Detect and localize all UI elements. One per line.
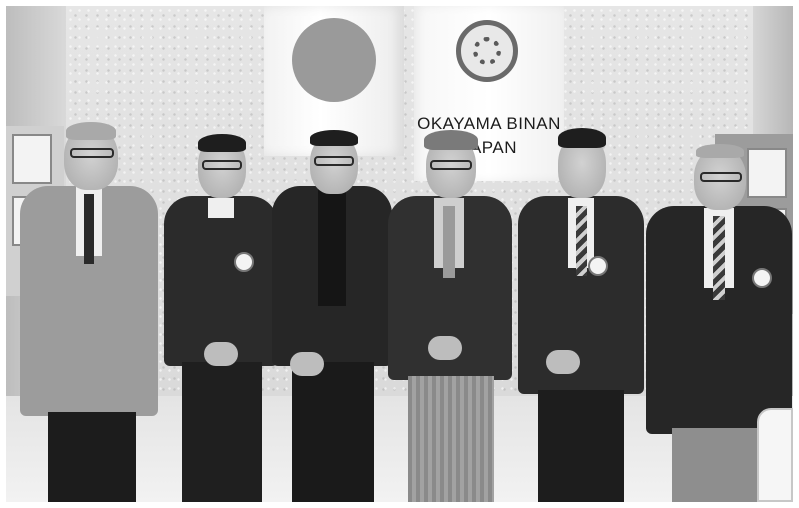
pennant-icon — [747, 148, 787, 198]
rotary-emblem-icon — [456, 20, 518, 82]
club-badge-icon — [752, 268, 772, 288]
person-4 — [388, 130, 514, 502]
banner-line1: OKAYAMA BINAN — [417, 114, 561, 133]
club-badge-icon — [588, 256, 608, 276]
person-5 — [518, 128, 646, 502]
pennant-icon — [12, 134, 52, 184]
group-photo: OKAYAMA BINAN JAPAN — [6, 6, 793, 502]
chair — [757, 408, 793, 502]
person-1 — [20, 122, 160, 502]
club-badge-icon — [234, 252, 254, 272]
person-2 — [164, 134, 280, 502]
person-3 — [272, 130, 394, 502]
person-6 — [646, 144, 793, 502]
flag-sun — [292, 18, 376, 102]
